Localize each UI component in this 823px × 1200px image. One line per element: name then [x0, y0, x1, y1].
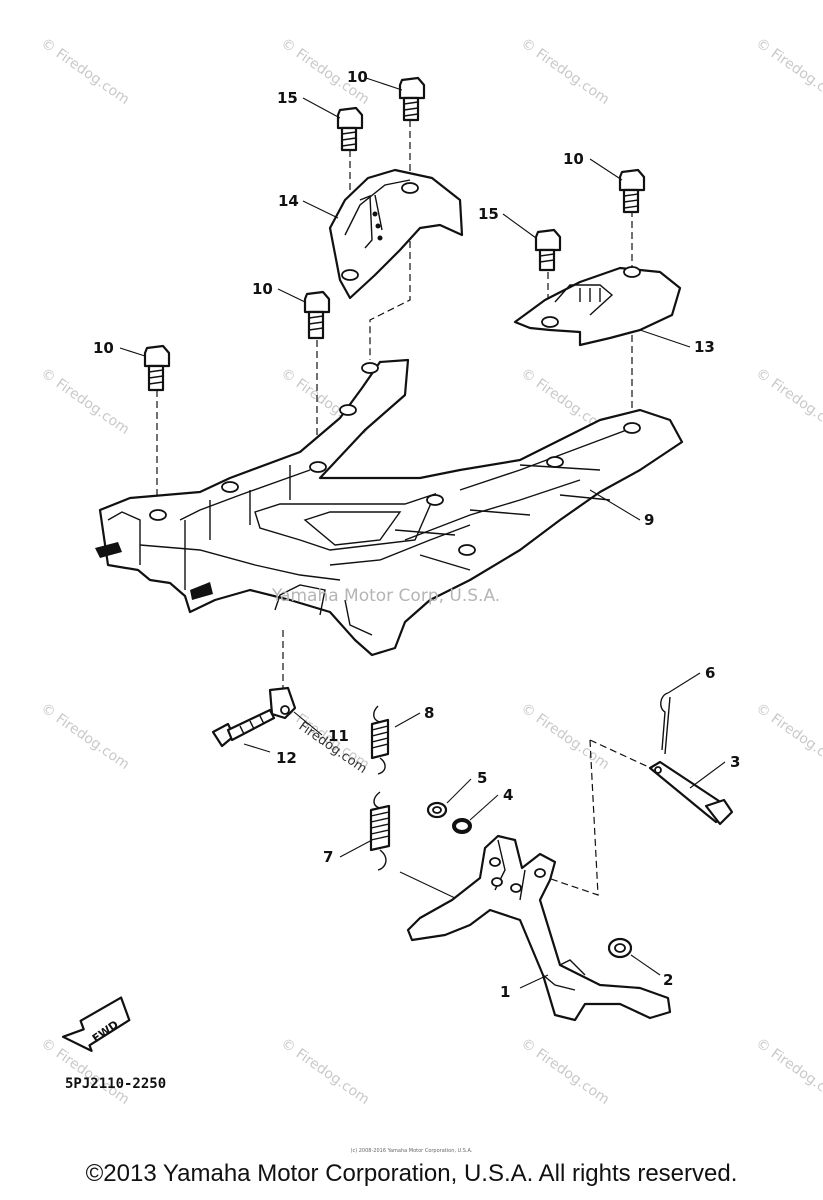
bolt-15-top[interactable] [336, 106, 364, 152]
callout-12: 12 [276, 749, 297, 767]
watermark: © Firedog.com [753, 700, 823, 773]
right-cover[interactable] [513, 266, 682, 347]
bolt-15-right[interactable] [534, 228, 562, 272]
tiny-copyright-note: (c) 2008-2016 Yamaha Motor Corporation, … [350, 1148, 473, 1154]
bolts [143, 76, 646, 392]
callout-labels: 10 15 14 10 10 10 15 13 9 11 12 8 7 5 4 … [93, 68, 740, 1001]
callout-14: 14 [278, 192, 299, 210]
washer[interactable] [426, 801, 448, 819]
callout-10: 10 [252, 280, 273, 298]
watermark: © Firedog.com [38, 700, 132, 773]
callout-11: 11 [328, 727, 349, 745]
screw[interactable] [211, 708, 276, 748]
watermark: © Firedog.com [278, 1035, 372, 1108]
collar[interactable] [607, 937, 633, 959]
callout-15: 15 [277, 89, 298, 107]
callout-4: 4 [503, 786, 513, 804]
spring-lower[interactable] [369, 791, 391, 871]
center-watermark: Yamaha Motor Corp, U.S.A. [271, 586, 500, 606]
main-stand[interactable] [406, 834, 672, 1022]
spring-upper[interactable] [370, 705, 390, 775]
watermark: © Firedog.com [518, 700, 612, 773]
callout-15: 15 [478, 205, 499, 223]
callout-10: 10 [563, 150, 584, 168]
o-ring[interactable] [452, 818, 472, 834]
watermark: © Firedog.com [38, 35, 132, 108]
watermark: © Firedog.com [753, 365, 823, 438]
watermark: © Firedog.com [518, 35, 612, 108]
callout-5: 5 [477, 769, 487, 787]
bolt-10-mid[interactable] [303, 290, 331, 340]
callout-1: 1 [500, 983, 510, 1001]
watermark: © Firedog.com [518, 1035, 612, 1108]
watermark: © Firedog.com [753, 35, 823, 108]
callout-10: 10 [93, 339, 114, 357]
callout-10: 10 [347, 68, 368, 86]
cotter-pin[interactable] [660, 692, 671, 755]
bolt-10-left[interactable] [143, 344, 171, 392]
left-cover[interactable] [328, 168, 464, 300]
callout-13: 13 [694, 338, 715, 356]
callout-3: 3 [730, 753, 740, 771]
copyright-footer: ©2013 Yamaha Motor Corporation, U.S.A. A… [85, 1160, 738, 1187]
main-stand-shaft[interactable] [648, 760, 734, 826]
callout-9: 9 [644, 511, 654, 529]
watermark: © Firedog.com [753, 1035, 823, 1108]
bolt-10-top[interactable] [398, 76, 426, 122]
diagram-code: 5PJ2110-2250 [65, 1076, 166, 1092]
callout-6: 6 [705, 664, 715, 682]
fwd-arrow-icon: FWD [61, 996, 131, 1052]
clip[interactable] [268, 686, 297, 720]
callout-2: 2 [663, 971, 673, 989]
bolt-10-right[interactable] [618, 168, 646, 214]
callout-7: 7 [323, 848, 333, 866]
floorboard-frame[interactable] [95, 358, 684, 657]
watermark: © Firedog.com [38, 365, 132, 438]
leader-lines [119, 77, 726, 989]
callout-8: 8 [424, 704, 434, 722]
